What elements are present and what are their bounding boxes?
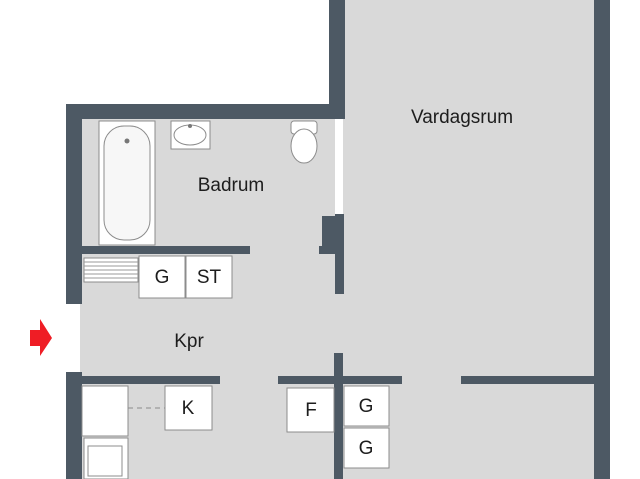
center-top-wall: [329, 0, 345, 119]
left-outer-wall-lower: [66, 372, 82, 479]
center-divider-lower: [334, 353, 343, 479]
bathroom-top-wall: [66, 104, 343, 119]
bathtub-icon: [98, 120, 156, 246]
right-outer-wall: [594, 0, 610, 479]
bath-g-label: G: [155, 267, 170, 288]
hall-f-box: [286, 387, 335, 433]
radiator-icon: [83, 257, 139, 283]
bathroom-label: Badrum: [198, 175, 265, 196]
closet-g2-box: [343, 427, 390, 469]
bath-hall-wall-right: [319, 246, 343, 254]
bathroom-fixtures: [83, 120, 318, 299]
walls: [66, 0, 610, 479]
bath-hall-wall-left: [82, 246, 250, 254]
hall-k-box: [164, 385, 213, 431]
center-divider-notch: [322, 216, 335, 246]
bath-st-box: [185, 255, 233, 299]
bath-st-label: ST: [197, 267, 222, 288]
hallway-label: Kpr: [174, 331, 204, 352]
closet-g1-box: [343, 385, 390, 427]
bath-g-box: [138, 255, 186, 299]
toilet-icon: [290, 120, 318, 164]
hall-bottom-wall-right: [461, 376, 594, 384]
hall-f-label: F: [305, 400, 317, 421]
hall-bottom-wall-left: [82, 376, 220, 384]
closet-g2-label: G: [359, 438, 374, 459]
sink-icon: [170, 120, 211, 150]
entrance-arrow-icon: [30, 319, 52, 356]
center-divider-upper: [335, 214, 344, 294]
left-outer-wall: [66, 104, 82, 304]
kitchen-counter: [81, 385, 168, 437]
hall-k-label: K: [182, 398, 195, 419]
lower-fixtures: [81, 385, 390, 479]
living-room-label: Vardagsrum: [411, 107, 513, 128]
kitchen-sink-icon: [83, 437, 129, 479]
closet-g1-label: G: [359, 396, 374, 417]
